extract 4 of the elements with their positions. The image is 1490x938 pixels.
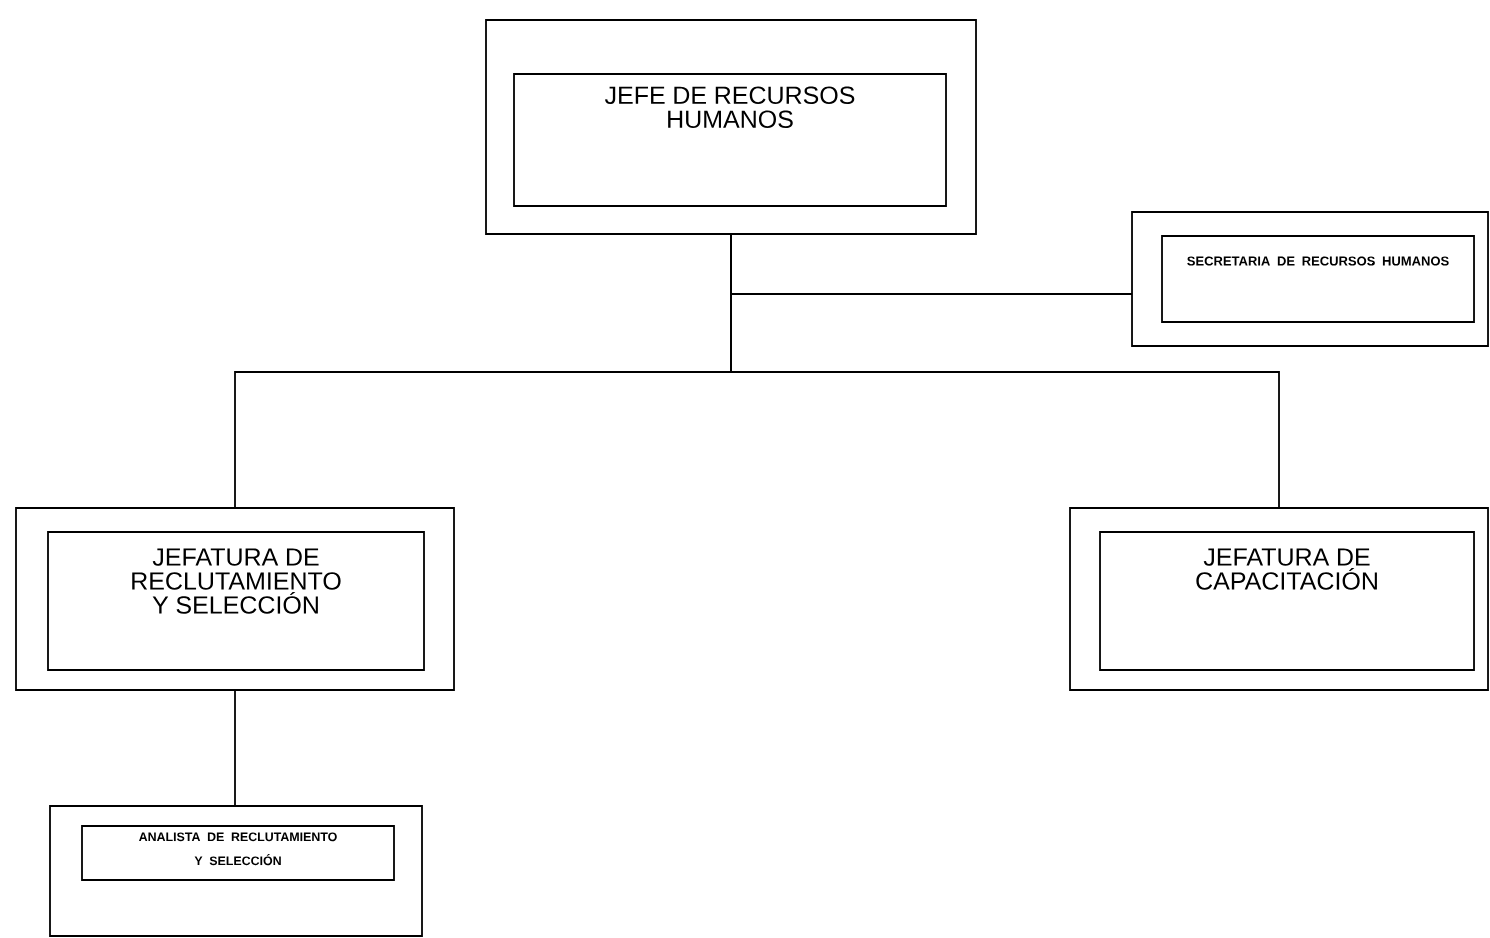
org-box: JEFE DE RECURSOS HUMANOS	[485, 19, 977, 235]
connector-line	[234, 689, 236, 807]
org-box: JEFATURA DE RECLUTAMIENTO Y SELECCIÓN	[15, 507, 455, 691]
org-box: JEFATURA DE CAPACITACIÓN	[1069, 507, 1489, 691]
